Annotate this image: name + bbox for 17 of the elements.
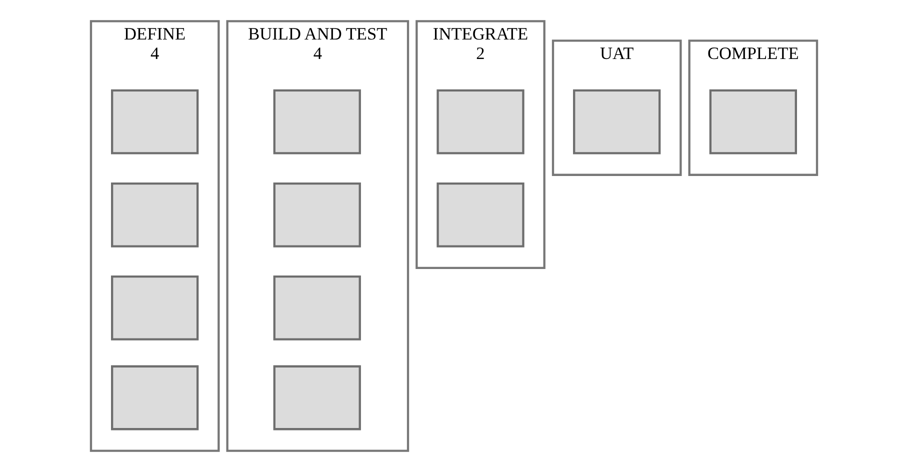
cluster: INTEGRATE 2 (416, 20, 546, 269)
node-box (111, 89, 199, 154)
cluster: BUILD AND TEST 4 (226, 20, 410, 452)
cluster: COMPLETE (688, 40, 818, 176)
node-box (709, 89, 797, 154)
node-box (111, 365, 199, 430)
node-box (573, 89, 661, 154)
node-box (111, 276, 199, 340)
node-box (111, 182, 199, 248)
node-box (273, 365, 361, 430)
node-box (273, 276, 361, 340)
cluster: DEFINE 4 (90, 20, 220, 452)
node-box (273, 182, 361, 248)
cluster: UAT (552, 40, 682, 176)
node-box (436, 89, 524, 154)
node-box (436, 182, 524, 248)
node-box (273, 89, 361, 154)
